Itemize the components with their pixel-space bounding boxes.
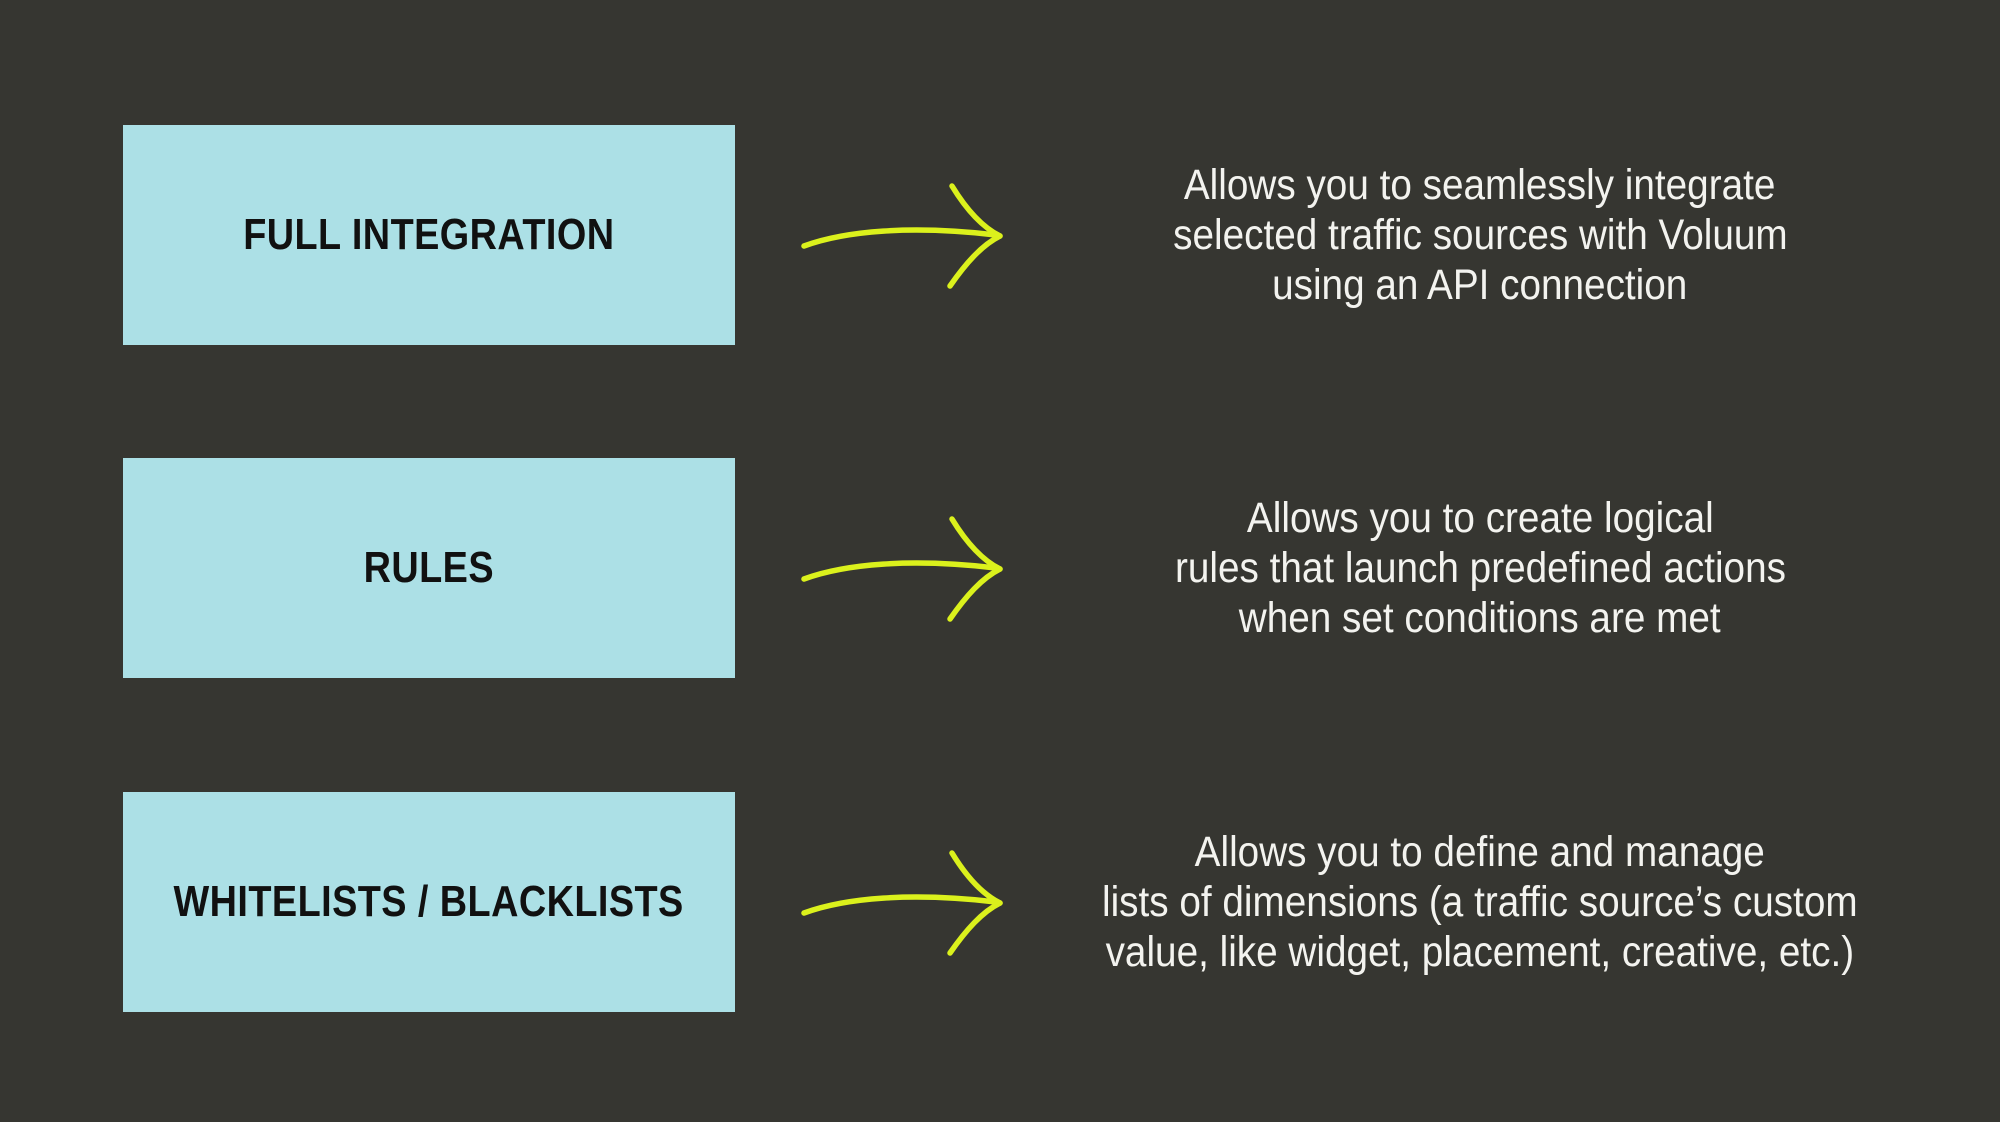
curved-arrow-right-icon xyxy=(800,840,1015,965)
feature-label-box: WHITELISTS / BLACKLISTS xyxy=(123,792,735,1012)
description-line: lists of dimensions (a traffic source’s … xyxy=(1102,878,1858,926)
description-line: selected traffic sources with Voluum xyxy=(1172,211,1788,259)
description-line: when set conditions are met xyxy=(1239,594,1721,642)
feature-description: Allows you to create logical rules that … xyxy=(1030,458,1930,678)
feature-description: Allows you to define and manage lists of… xyxy=(1030,792,1930,1012)
curved-arrow-right-icon xyxy=(800,173,1015,298)
curved-arrow-right-icon xyxy=(800,506,1015,631)
feature-label-box: RULES xyxy=(123,458,735,678)
description-line: value, like widget, placement, creative,… xyxy=(1105,928,1855,976)
description-line: Allows you to define and manage xyxy=(1194,828,1766,876)
description-line: rules that launch predefined actions xyxy=(1174,544,1786,592)
description-line: using an API connection xyxy=(1272,261,1688,309)
feature-label-text: RULES xyxy=(363,543,495,592)
feature-label-text: FULL INTEGRATION xyxy=(243,210,615,259)
feature-label-text: WHITELISTS / BLACKLISTS xyxy=(173,877,685,926)
feature-description: Allows you to seamlessly integrate selec… xyxy=(1030,125,1930,345)
feature-row: FULL INTEGRATION Allows you to seamlessl… xyxy=(0,125,2000,345)
feature-row: WHITELISTS / BLACKLISTS Allows you to de… xyxy=(0,792,2000,1012)
feature-row: RULES Allows you to create logical rules… xyxy=(0,458,2000,678)
description-line: Allows you to seamlessly integrate xyxy=(1184,161,1776,209)
feature-label-box: FULL INTEGRATION xyxy=(123,125,735,345)
description-line: Allows you to create logical xyxy=(1246,494,1714,542)
